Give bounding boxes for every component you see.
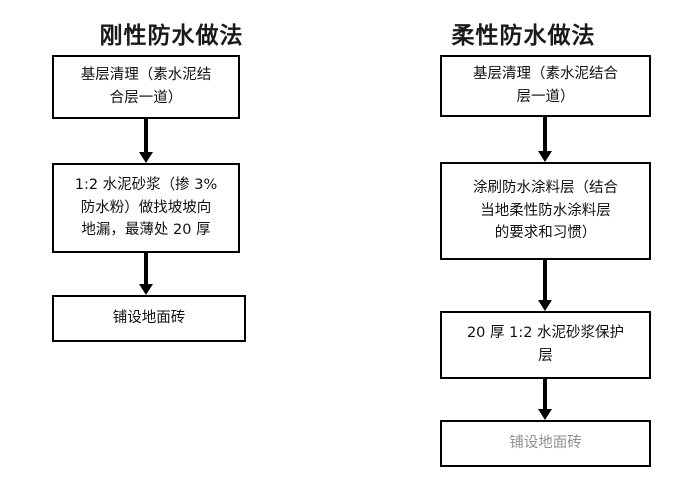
flow-node-waterproof-coating-flexible[interactable]: 涂刷防水涂料层（结合 当地柔性防水涂料层 的要求和习惯）	[440, 162, 651, 260]
flow-column-flexible-waterproofing: 柔性防水做法 基层清理（素水泥结合 层一道） 涂刷防水涂料层（结合 当地柔性防水…	[349, 0, 698, 477]
flow-node-base-cleaning-flexible[interactable]: 基层清理（素水泥结合 层一道）	[440, 55, 651, 117]
arrow-head-down-icon	[139, 284, 153, 295]
flow-node-floor-tile-rigid[interactable]: 铺设地面砖	[52, 295, 246, 342]
arrow-shaft	[543, 379, 547, 409]
flow-node-base-cleaning-rigid[interactable]: 基层清理（素水泥结 合层一道）	[52, 55, 240, 119]
flow-node-label: 涂刷防水涂料层（结合 当地柔性防水涂料层 的要求和习惯）	[473, 179, 618, 242]
arrow-shaft	[543, 117, 547, 151]
flow-node-label: 20 厚 1:2 水泥砂浆保护 层	[466, 325, 625, 364]
flow-title-flexible: 柔性防水做法	[451, 23, 596, 49]
flow-node-cement-mortar-slope-rigid[interactable]: 1:2 水泥砂浆（掺 3% 防水粉）做找坡坡向 地漏，最薄处 20 厚	[52, 163, 240, 253]
flow-node-label: 1:2 水泥砂浆（掺 3% 防水粉）做找坡坡向 地漏，最薄处 20 厚	[74, 176, 218, 239]
flow-node-label: 基层清理（素水泥结合 层一道）	[473, 66, 618, 105]
flow-node-label: 铺设地面砖	[112, 310, 186, 327]
arrow-head-down-icon	[538, 151, 552, 162]
flow-column-rigid-waterproofing: 刚性防水做法 基层清理（素水泥结 合层一道） 1:2 水泥砂浆（掺 3% 防水粉…	[52, 23, 246, 342]
flow-node-label: 基层清理（素水泥结 合层一道）	[80, 67, 212, 106]
arrow-head-down-icon	[538, 409, 552, 420]
flow-node-floor-tile-flexible[interactable]: 铺设地面砖	[440, 420, 651, 467]
arrow-head-down-icon	[139, 152, 153, 163]
arrow-shaft	[144, 119, 148, 152]
flow-title-rigid: 刚性防水做法	[99, 23, 244, 49]
arrow-shaft	[543, 260, 547, 300]
arrow-shaft	[144, 253, 148, 284]
flow-node-protective-mortar-flexible[interactable]: 20 厚 1:2 水泥砂浆保护 层	[440, 311, 651, 379]
flow-node-label: 铺设地面砖	[509, 435, 582, 452]
arrow-head-down-icon	[538, 300, 552, 311]
